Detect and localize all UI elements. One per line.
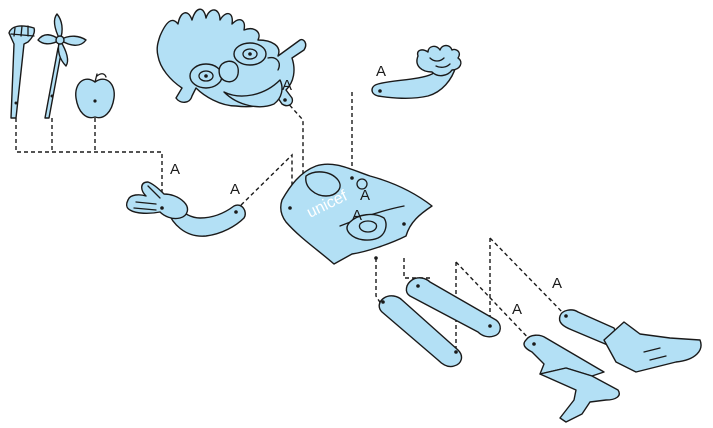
hand-pivot-label: A <box>170 161 180 178</box>
leg-left-pivot-label: A <box>512 301 522 318</box>
apple-body-icon <box>76 79 115 117</box>
head-pivot-label: A <box>282 77 292 94</box>
guide-leg-upper-left <box>376 258 381 304</box>
nose-icon <box>219 61 238 82</box>
top-arm-pivot-dot <box>378 89 382 93</box>
upper-legs <box>379 278 500 367</box>
left-hand-icon <box>127 182 188 219</box>
torso: unicef A A <box>281 164 432 264</box>
leg-right-pivot-label: A <box>552 275 562 292</box>
apple <box>76 74 115 118</box>
top-arm-pivot-label: A <box>376 63 386 80</box>
hand-pivot-dot <box>160 206 164 210</box>
head: A <box>157 9 305 106</box>
toothbrush-body <box>9 26 34 118</box>
toothbrush <box>9 26 34 118</box>
head-pivot-dot <box>283 98 287 102</box>
left-arm-pivot-dot <box>234 210 238 214</box>
boot-right-icon <box>604 322 701 372</box>
boot-left-icon <box>540 368 619 422</box>
torso-pivot-upper-label: A <box>360 187 370 204</box>
pinwheel-stick <box>45 48 62 118</box>
torso-pivot-lower-label: A <box>352 207 362 224</box>
left-arm: A A <box>127 161 246 236</box>
left-arm-pivot-label: A <box>230 181 240 198</box>
top-arm: A <box>372 46 461 99</box>
guide-leg-upper-right <box>404 258 430 278</box>
pinwheel-hub-icon <box>56 36 64 44</box>
